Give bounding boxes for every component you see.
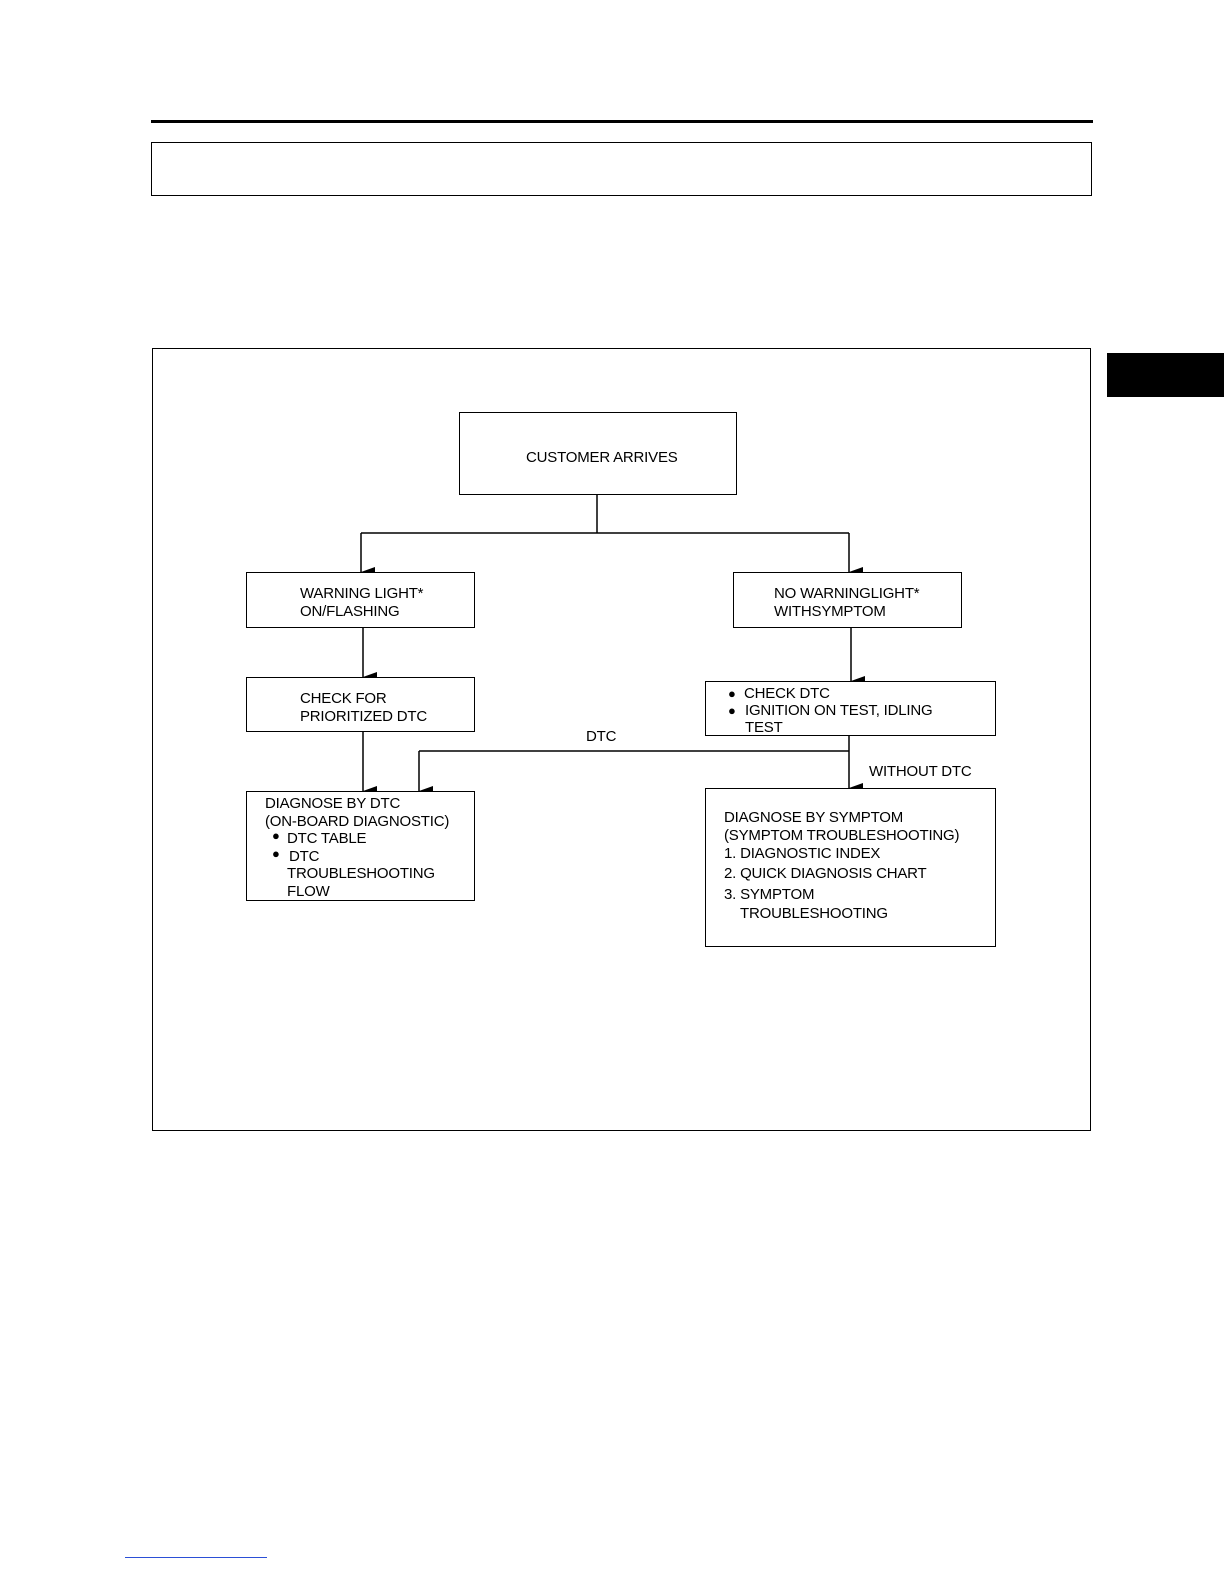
bullet-icon: ● bbox=[728, 703, 736, 718]
diagnose-symptom-line-2: (SYMPTOM TROUBLESHOOTING) bbox=[724, 827, 960, 844]
diagnose-dtc-bullet-1-text: DTC TABLE bbox=[287, 830, 367, 847]
diagnose-dtc-bullet-2: ● DTC bbox=[265, 845, 474, 866]
diagnose-dtc-continuation-2: FLOW bbox=[287, 882, 330, 900]
check-dtc-continuation: TEST bbox=[745, 719, 783, 736]
node-customer-arrives-label: CUSTOMER ARRIVES bbox=[526, 449, 678, 466]
diagnose-dtc-line-1: DIAGNOSE BY DTC bbox=[265, 795, 401, 812]
diagnose-symptom-continuation: TROUBLESHOOTING bbox=[740, 905, 888, 922]
check-dtc-bullet-2: ● IGNITION ON TEST, IDLING bbox=[728, 702, 995, 719]
top-rule bbox=[151, 120, 1093, 123]
diagnose-dtc-bullet-1: ● DTC TABLE bbox=[265, 828, 474, 848]
node-warning-light: WARNING LIGHT* ON/FLASHING bbox=[246, 572, 475, 628]
node-warning-light-line-1: WARNING LIGHT* bbox=[300, 585, 424, 602]
node-no-warning-light-line-1: NO WARNINGLIGHT* bbox=[774, 585, 920, 602]
node-customer-arrives: CUSTOMER ARRIVES bbox=[459, 412, 737, 495]
diagnose-symptom-item-1: 1. DIAGNOSTIC INDEX bbox=[724, 845, 881, 862]
node-diagnose-by-dtc: DIAGNOSE BY DTC (ON-BOARD DIAGNOSTIC) ● … bbox=[246, 791, 475, 901]
diagnose-dtc-line-2: (ON-BOARD DIAGNOSTIC) bbox=[265, 812, 450, 830]
diagnose-symptom-line-1: DIAGNOSE BY SYMPTOM bbox=[724, 809, 904, 826]
check-dtc-bullet-1: ● CHECK DTC bbox=[728, 685, 995, 702]
bullet-icon: ● bbox=[272, 828, 280, 843]
node-check-prioritized-line-2: PRIORITIZED DTC bbox=[300, 708, 427, 725]
node-no-warning-light: NO WARNINGLIGHT* WITHSYMPTOM bbox=[733, 572, 962, 628]
node-check-dtc: ● CHECK DTC ● IGNITION ON TEST, IDLING T… bbox=[705, 681, 996, 736]
footer-link-underline bbox=[125, 1557, 267, 1558]
header-box bbox=[151, 142, 1092, 196]
section-tab bbox=[1107, 353, 1224, 397]
diagnose-symptom-item-2: 2. QUICK DIAGNOSIS CHART bbox=[724, 865, 927, 882]
bullet-icon: ● bbox=[728, 686, 736, 701]
diagnose-dtc-bullet-2-text: DTC bbox=[289, 847, 320, 865]
node-no-warning-light-line-2: WITHSYMPTOM bbox=[774, 603, 886, 620]
edge-label-without-dtc: WITHOUT DTC bbox=[869, 763, 972, 780]
node-check-prioritized-dtc: CHECK FOR PRIORITIZED DTC bbox=[246, 677, 475, 732]
check-dtc-bullet-2-text: IGNITION ON TEST, IDLING bbox=[745, 702, 933, 719]
node-check-prioritized-line-1: CHECK FOR bbox=[300, 690, 387, 707]
edge-label-dtc: DTC bbox=[586, 728, 617, 745]
diagnose-dtc-continuation-1: TROUBLESHOOTING bbox=[287, 865, 435, 882]
node-diagnose-by-symptom: DIAGNOSE BY SYMPTOM (SYMPTOM TROUBLESHOO… bbox=[705, 788, 996, 947]
diagnose-symptom-item-3: 3. SYMPTOM bbox=[724, 886, 815, 903]
node-warning-light-line-2: ON/FLASHING bbox=[300, 603, 400, 620]
bullet-icon: ● bbox=[272, 845, 280, 861]
diagram-frame bbox=[152, 348, 1091, 1131]
check-dtc-bullet-1-text: CHECK DTC bbox=[744, 685, 830, 702]
